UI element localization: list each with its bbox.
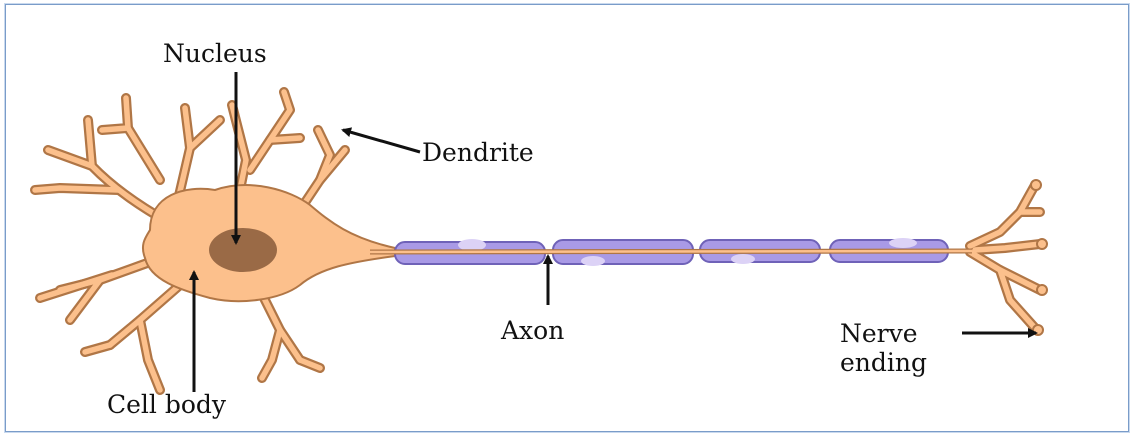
nerve-ending-label-line1: Nerve	[840, 320, 918, 348]
nucleus	[209, 228, 277, 272]
nerve-ending-terminals	[1031, 180, 1047, 335]
nucleus-label: Nucleus	[163, 40, 267, 68]
dendrite-label: Dendrite	[422, 139, 534, 167]
nerve-ending-label-line2: ending	[840, 349, 927, 377]
cell-body-label: Cell body	[107, 391, 226, 419]
axon-label: Axon	[501, 317, 564, 345]
dendrite-arrow	[343, 130, 420, 152]
